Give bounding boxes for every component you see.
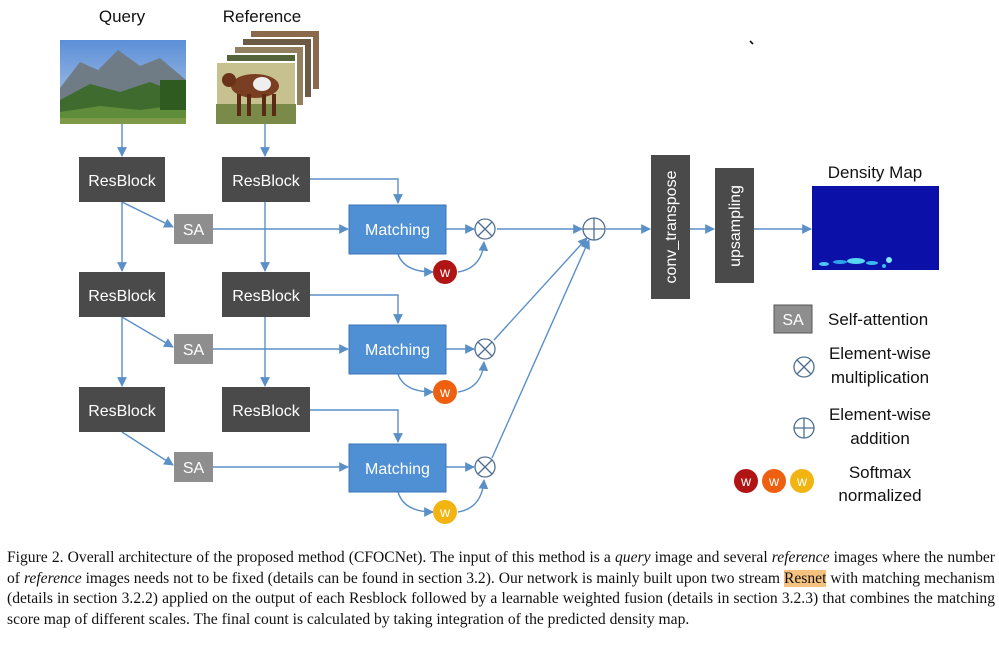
figure-caption: Figure 2. Overall architecture of the pr…: [7, 548, 995, 630]
upsampling-label: upsampling: [727, 185, 744, 267]
weight-badge-3: w: [433, 500, 457, 524]
legend-w-badge-2-label: w: [768, 473, 780, 489]
sa-box-3-label: SA: [183, 460, 205, 477]
query-resblock-1-label: ResBlock: [88, 173, 157, 190]
legend: SA Self-attention Element-wise multiplic…: [734, 304, 931, 505]
conv-transpose-label: conv_transpose: [663, 170, 680, 283]
weight-badge-2-label: w: [439, 384, 451, 400]
query-resblock-3: ResBlock: [79, 387, 165, 432]
legend-mult-line1: Element-wise: [829, 344, 931, 363]
reference-image-stack: [215, 29, 321, 125]
reference-resblock-1-label: ResBlock: [232, 173, 301, 190]
caption-part-5: with matching mechanism (details in sect…: [7, 569, 996, 628]
weight-badge-3-label: w: [439, 504, 451, 520]
reference-resblock-1: ResBlock: [222, 157, 310, 202]
conv-transpose-block: conv_transpose: [651, 155, 690, 299]
matching-box-1: Matching: [348, 204, 447, 255]
matching-box-3: Matching: [348, 443, 447, 493]
caption-em-reference-1: reference: [771, 549, 830, 566]
weight-badge-1: w: [433, 260, 457, 284]
architecture-diagram: Query Reference Density Map: [60, 7, 939, 524]
reference-resblock-2-label: ResBlock: [232, 288, 301, 305]
sa-box-1: SA: [174, 214, 213, 244]
sa-box-2: SA: [174, 334, 213, 364]
sa-box-3: SA: [174, 452, 213, 482]
sa-box-2-label: SA: [183, 342, 205, 359]
multiply-icon-1: [474, 218, 496, 240]
caption-part-4: images needs not to be fixed (details ca…: [81, 569, 784, 587]
reference-resblock-3: ResBlock: [222, 387, 310, 432]
upsampling-block: upsampling: [715, 168, 754, 283]
legend-add-line2: addition: [850, 429, 910, 448]
caption-part-2: image and several: [650, 549, 772, 566]
legend-w-badge-1: [734, 469, 758, 493]
legend-softmax-line2: normalized: [838, 486, 921, 505]
query-title: Query: [99, 7, 146, 26]
matching-box-3-label: Matching: [365, 461, 430, 478]
legend-softmax-line1: Softmax: [849, 463, 912, 482]
caption-part-1: Figure 2. Overall architecture of the pr…: [7, 549, 615, 566]
density-map-title: Density Map: [828, 163, 922, 182]
caption-highlight-resnet: Resnet: [783, 569, 827, 587]
legend-mult-line2: multiplication: [831, 368, 929, 387]
multiply-icon-3: [474, 456, 496, 478]
query-resblock-2-label: ResBlock: [88, 288, 157, 305]
stray-mark: [749, 40, 754, 45]
weight-badge-2: w: [433, 380, 457, 404]
matching-box-2: Matching: [348, 324, 447, 375]
legend-sa-text: Self-attention: [828, 310, 928, 329]
legend-multiply-icon: [793, 356, 815, 378]
reference-resblock-3-label: ResBlock: [232, 403, 301, 420]
multiply-icon-2: [474, 338, 496, 360]
weight-badge-1-label: w: [439, 264, 451, 280]
legend-sa-box-label: SA: [782, 312, 804, 329]
legend-sa-swatch: [773, 304, 813, 334]
caption-part-3: images where the number of: [7, 549, 995, 587]
legend-w-badge-3-label: w: [796, 473, 808, 489]
query-resblock-2: ResBlock: [79, 272, 165, 317]
matching-box-1-label: Matching: [365, 222, 430, 239]
sa-box-1-label: SA: [183, 222, 205, 239]
legend-w-badge-3: [790, 469, 814, 493]
reference-resblock-2: ResBlock: [222, 272, 310, 317]
query-resblock-3-label: ResBlock: [88, 403, 157, 420]
add-icon: [582, 217, 606, 241]
query-resblock-1: ResBlock: [79, 157, 165, 202]
legend-add-line1: Element-wise: [829, 405, 931, 424]
legend-add-icon: [793, 417, 815, 439]
legend-w-badge-2: [762, 469, 786, 493]
connectors: [117, 124, 812, 517]
query-image: [60, 40, 186, 124]
caption-em-query: query: [614, 549, 651, 566]
reference-title: Reference: [223, 7, 301, 26]
density-map-image: [812, 186, 939, 270]
caption-em-reference-2: reference: [23, 569, 82, 587]
matching-box-2-label: Matching: [365, 342, 430, 359]
legend-w-badge-1-label: w: [740, 473, 752, 489]
